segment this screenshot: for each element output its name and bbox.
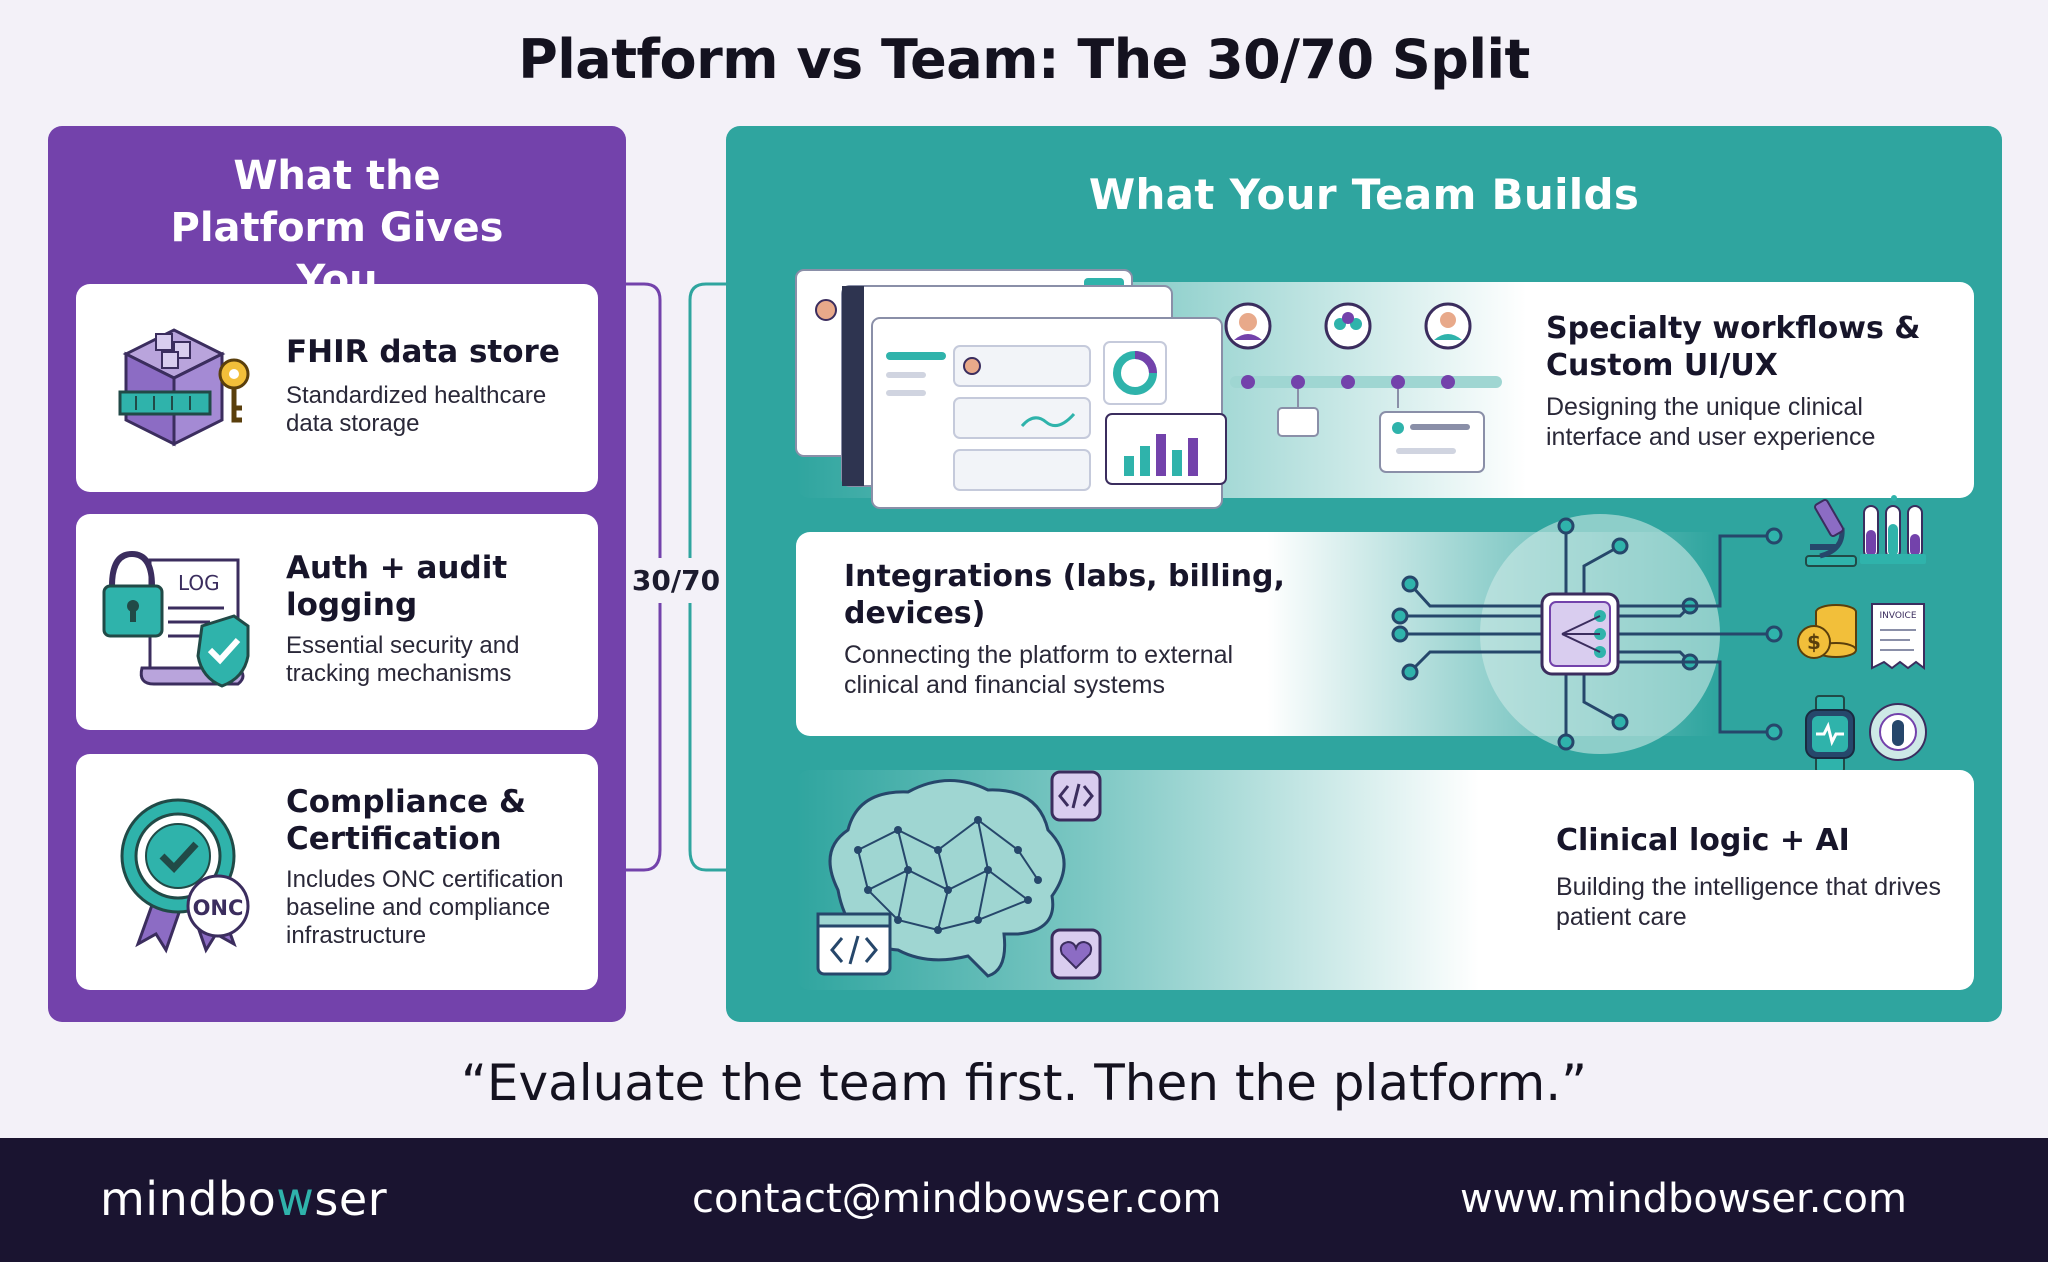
coins-icon: $: [1797, 604, 1857, 659]
sensor-icon: [1869, 703, 1927, 761]
split-label: 30/70: [630, 558, 722, 603]
microscope-icon: [1805, 499, 1857, 567]
compliance-description: Includes ONC certification baseline and …: [286, 866, 564, 949]
platform-heading: What the Platform Gives You: [170, 153, 504, 303]
code-icon: [1050, 770, 1102, 822]
clinical-title: Clinical logic + AI: [1556, 823, 1850, 858]
page-title: Platform vs Team: The 30/70 Split: [518, 28, 1530, 91]
svg-text:$: $: [1807, 630, 1821, 654]
contact-email-link[interactable]: contact@mindbowser.com: [692, 1176, 1222, 1222]
onc-badge-icon: ONC: [120, 798, 250, 954]
website-link[interactable]: www.mindbowser.com: [1460, 1176, 1907, 1222]
integrations-description: Connecting the platform to external clin…: [844, 641, 1234, 699]
user-flow-icon: [1224, 302, 1502, 473]
brand-prefix: mindbo: [100, 1172, 277, 1226]
specialty-title: Specialty workflows & Custom UI/UX: [1546, 311, 1921, 383]
integrations-title: Integrations (labs, billing, devices): [844, 559, 1285, 631]
code-icon: [816, 912, 892, 976]
quote: “Evaluate the team first. Then the platf…: [460, 1054, 1588, 1112]
log-text: LOG: [178, 571, 220, 595]
onc-text: ONC: [193, 896, 244, 920]
invoice-text: INVOICE: [1879, 611, 1916, 621]
footer: [0, 1138, 2048, 1262]
auth-title: Auth + audit logging: [286, 550, 508, 623]
heart-icon: [1050, 928, 1102, 980]
brand-accent: w: [276, 1172, 315, 1226]
brand-logo: mindbowser: [100, 1172, 387, 1226]
clinical-description: Building the intelligence that drives pa…: [1556, 873, 1941, 931]
circuit-hub-icon: [1391, 514, 1783, 754]
team-heading: What Your Team Builds: [1088, 170, 1640, 219]
brand-suffix: ser: [314, 1172, 388, 1226]
log-lock-shield-icon: LOG: [102, 550, 250, 688]
smartwatch-icon: [1805, 695, 1855, 773]
fhir-title: FHIR data store: [286, 334, 560, 370]
platform-item-auth: LOG Auth + audit logging Essential secur…: [76, 514, 598, 730]
auth-description: Essential security and tracking mechanis…: [286, 632, 520, 687]
specialty-description: Designing the unique clinical interface …: [1546, 393, 1876, 451]
platform-item-compliance: ONC Compliance & Certification Includes …: [76, 754, 598, 990]
dashboard-mockup-icon: [795, 269, 1227, 509]
invoice-icon: INVOICE: [1871, 603, 1925, 670]
compliance-title: Compliance & Certification: [286, 784, 527, 857]
fhir-description: Standardized healthcare data storage: [286, 382, 547, 437]
platform-item-fhir: FHIR data store Standardized healthcare …: [76, 284, 598, 492]
test-tubes-icon: [1860, 495, 1926, 564]
database-cube-key-icon: [118, 328, 250, 447]
